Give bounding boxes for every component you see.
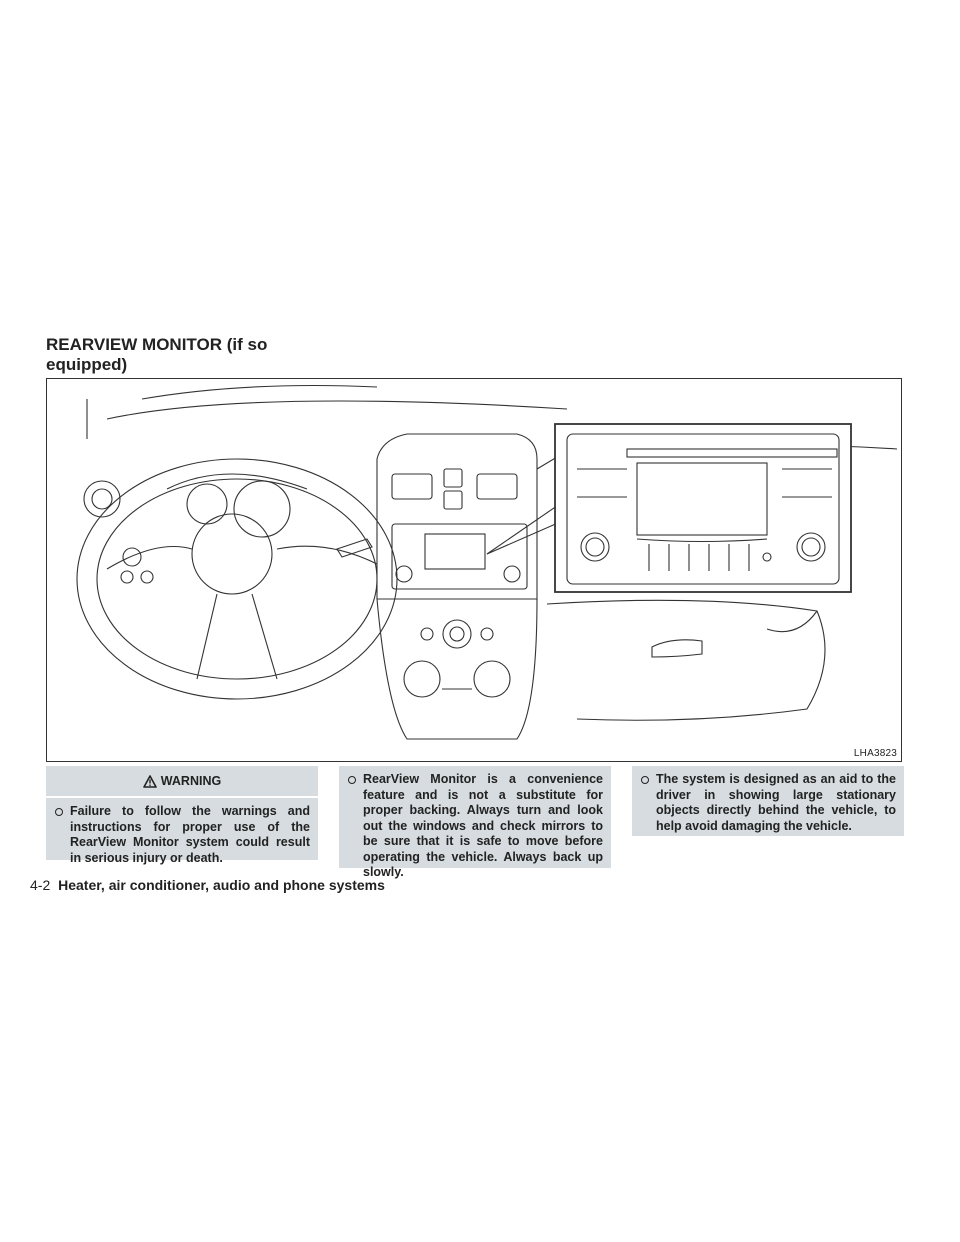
warning-item-2: RearView Monitor is a convenience featur… <box>339 766 611 879</box>
dashboard-drawing <box>76 384 898 740</box>
figure-label: LHA3823 <box>853 748 897 759</box>
section-title: REARVIEW MONITOR (if so equipped) <box>46 335 268 374</box>
warning-item-1: Failure to follow the warnings and instr… <box>46 798 318 865</box>
warning-item-3-text: The system is designed as an aid to the … <box>641 772 896 833</box>
dashboard-illustration: LHA3823 <box>46 378 902 762</box>
warning-triangle-icon <box>142 774 157 788</box>
page-number: 4-2 <box>30 877 51 893</box>
warning-item-1-text: Failure to follow the warnings and instr… <box>55 804 310 865</box>
warning-heading: WARNING <box>160 774 222 788</box>
warning-header: WARNING <box>46 766 318 796</box>
chapter-title: Heater, air conditioner, audio and phone… <box>58 877 385 893</box>
warning-item-2-text: RearView Monitor is a convenience featur… <box>348 772 603 879</box>
warning-item-3: The system is designed as an aid to the … <box>632 766 904 836</box>
page-footer: 4-2 Heater, air conditioner, audio and p… <box>30 877 385 893</box>
